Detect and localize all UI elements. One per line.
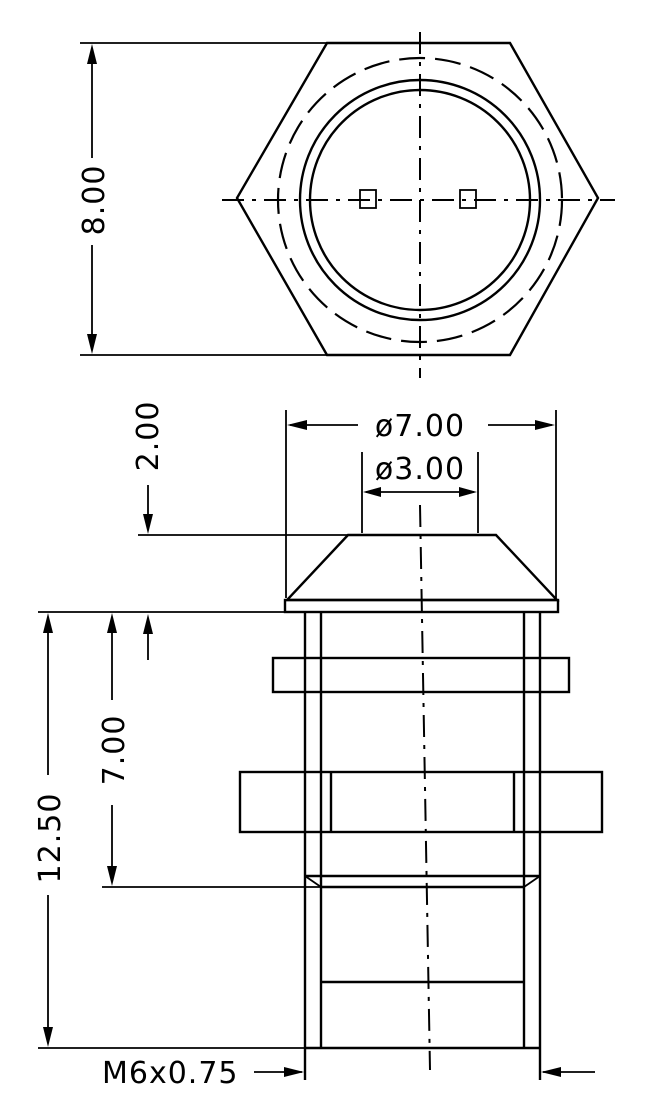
- hex-outline: [235, 41, 600, 357]
- dim-thread: M6x0.75: [102, 1056, 595, 1091]
- washer: [271, 656, 571, 694]
- lead-pad-right: [459, 189, 477, 209]
- hex-height-label: 8.00: [77, 165, 112, 236]
- lead-pad-left: [359, 189, 377, 209]
- dim-inner-diameter: ø3.00: [361, 452, 479, 533]
- side-view: [238, 504, 604, 1080]
- dim-outer-diameter: ø7.00: [285, 409, 557, 598]
- outer-diameter-label: ø7.00: [375, 409, 465, 444]
- overall-length-label: 12.50: [33, 793, 68, 884]
- dim-overall-length: 12.50: [33, 611, 305, 1049]
- body-length-label: 7.00: [97, 715, 132, 786]
- top-view: [222, 32, 615, 378]
- side-centerline: [419, 504, 431, 1071]
- thread-label: M6x0.75: [102, 1056, 239, 1091]
- hex-nut-side: [238, 770, 604, 834]
- dim-hex-height: 8.00: [77, 42, 327, 356]
- dim-cap-height: 2.00: [131, 401, 348, 660]
- dim-body-length: 7.00: [97, 613, 321, 888]
- cap-height-label: 2.00: [131, 401, 166, 472]
- inner-diameter-label: ø3.00: [375, 452, 465, 487]
